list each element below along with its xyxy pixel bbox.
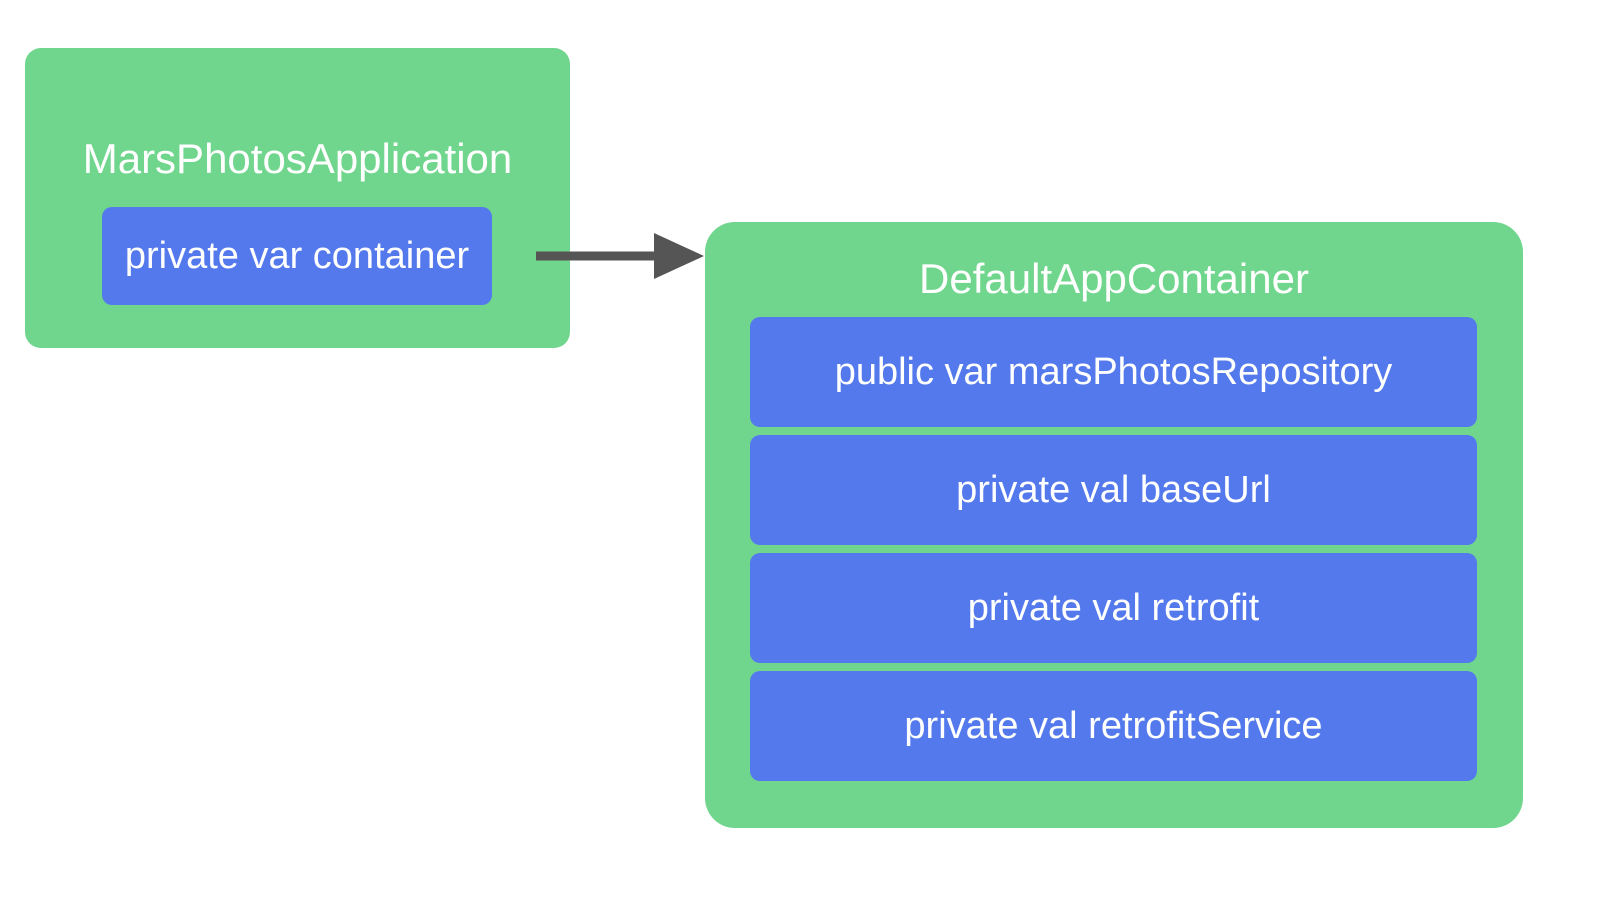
member-box-private-var-container[interactable]: private var container — [102, 207, 492, 305]
member-box-mars-photos-repository[interactable]: public var marsPhotosRepository — [750, 317, 1477, 427]
member-box-retrofit-service[interactable]: private val retrofitService — [750, 671, 1477, 781]
member-box-base-url[interactable]: private val baseUrl — [750, 435, 1477, 545]
arrow-right-icon — [536, 233, 704, 279]
class-box-default-app-container[interactable]: DefaultAppContainer public var marsPhoto… — [705, 222, 1523, 828]
class-title-mars-photos-application: MarsPhotosApplication — [82, 135, 513, 182]
class-title-default-app-container: DefaultAppContainer — [919, 255, 1309, 302]
member-box-retrofit[interactable]: private val retrofit — [750, 553, 1477, 663]
class-box-mars-photos-application[interactable]: MarsPhotosApplication private var contai… — [25, 48, 570, 348]
